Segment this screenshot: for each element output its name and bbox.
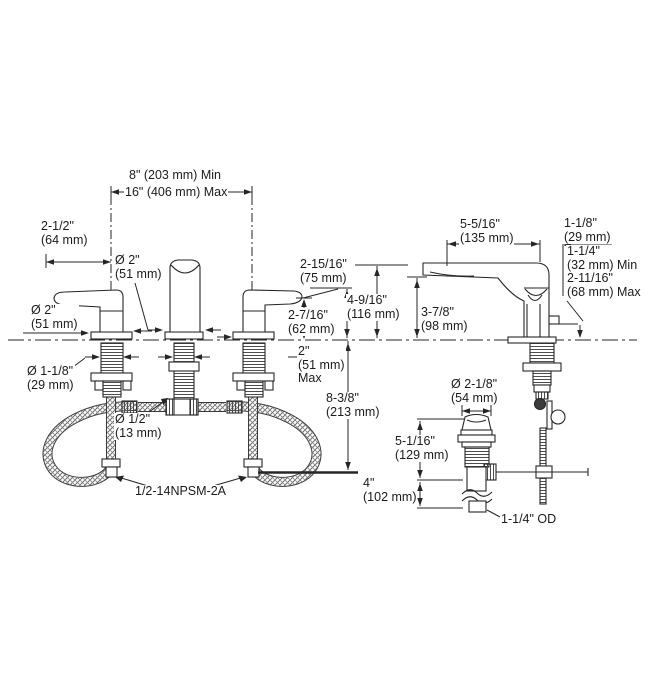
right-supply-connector: [243, 458, 263, 468]
dim-top-min: 8" (203 mm) Min: [129, 168, 221, 182]
dim-top-max: 16" (406 mm) Max: [124, 185, 229, 200]
dim-tailpiece-length: 4" (102 mm): [362, 476, 418, 504]
dim-lever-height: 2-7/16" (62 mm): [287, 308, 336, 336]
center-spout: [169, 259, 201, 333]
dim-below-deck: 8-3/8" (213 mm): [325, 391, 381, 419]
dim-dia2-left: Ø 2" (51 mm): [30, 303, 79, 331]
drain-assembly: [457, 413, 497, 513]
side-view: [422, 262, 589, 513]
dim-deck-thickness-range: 1-1/4" (32 mm) Min 2-11/16" (68 mm) Max: [566, 244, 642, 299]
hose-fittings: [101, 398, 263, 478]
dim-deck-max: 2" (51 mm) Max: [297, 344, 346, 386]
dim-spout-outlet-height: 3-7/8" (98 mm): [420, 305, 469, 333]
lift-rod-knob: [550, 409, 566, 425]
dim-spout-top-height: 4-9/16" (116 mm): [346, 293, 401, 321]
dim-spout-reach: 5-5/16" (135 mm): [459, 217, 515, 245]
dim-tailpiece-od: 1-1/4" OD: [500, 512, 558, 527]
dim-npsm-thread: 1/2-14NPSM-2A: [134, 484, 228, 499]
dim-dia-1-2: Ø 1/2" (13 mm): [114, 412, 163, 440]
quick-connect-tab: [548, 315, 560, 325]
dim-rod-offset: 1-1/8" (29 mm): [563, 216, 612, 244]
mounting-shanks: [90, 342, 275, 400]
dim-drain-flange-dia: Ø 2-1/8" (54 mm): [450, 377, 499, 405]
base-flanges: [90, 331, 275, 340]
tailpiece-end: [468, 500, 487, 513]
dim-dia2-mid: Ø 2" (51 mm): [114, 253, 163, 281]
side-base-flange: [507, 336, 557, 344]
side-shank: [496, 342, 589, 505]
pivot-rod: [496, 468, 589, 476]
spout-profile: [422, 262, 560, 344]
front-view: [42, 259, 322, 487]
dim-handle-height: 2-15/16" (75 mm): [299, 257, 348, 285]
dim-drain-body-height: 5-1/16" (129 mm): [394, 434, 450, 462]
left-supply-connector: [101, 458, 121, 468]
dim-dia-1-1-8: Ø 1-1/8" (29 mm): [26, 364, 75, 392]
right-handle: [242, 289, 303, 333]
left-handle: [53, 289, 124, 333]
dim-handle-reach: 2-1/2" (64 mm): [40, 219, 89, 247]
